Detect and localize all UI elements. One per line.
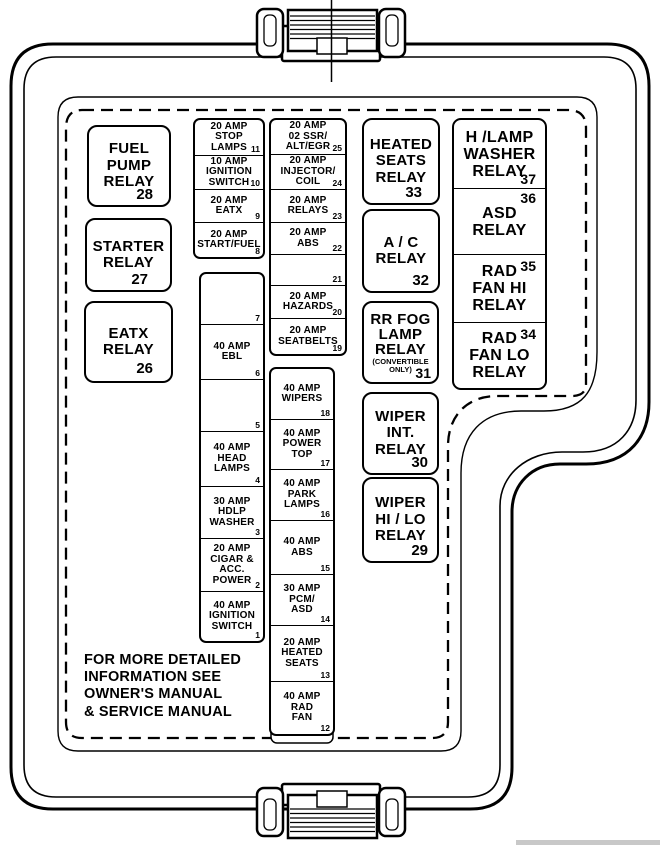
relay-label: WIPER INT. RELAY: [375, 407, 426, 458]
fuse-cell-22: 20 AMP ABS 22: [271, 222, 345, 254]
fuse-strip-b: 7 40 AMP EBL 6 5 40 AMP HEAD LAMPS 4 30 …: [199, 272, 265, 643]
relay-label: EATX RELAY: [103, 324, 154, 358]
fuse-cell-14: 30 AMP PCM/ ASD 14: [271, 574, 333, 625]
relay-label: RR FOG LAMP RELAY: [370, 310, 431, 358]
relay-hlamp-washer: H /LAMP WASHER RELAY 37: [463, 128, 536, 188]
panel-outline: [57, 96, 598, 752]
relay-starter: STARTER RELAY 27: [85, 218, 172, 292]
relay-rr-fog-lamp: RR FOG LAMP RELAY (CONVERTIBLE ONLY) 31: [362, 301, 439, 384]
relay-wiper-int: WIPER INT. RELAY 30: [362, 392, 439, 475]
fuse-cell-18: 40 AMP WIPERS 18: [281, 382, 330, 418]
fuse-cell-12: 40 AMP RAD FAN 12: [271, 681, 333, 734]
fuse-cell-5: 5: [201, 379, 263, 431]
fuse-cell-10: 10 AMP IGNITION SWITCH 10: [195, 155, 263, 189]
relay-note: (CONVERTIBLE ONLY): [372, 356, 429, 374]
fuse-strip-a: 20 AMP STOP LAMPS 11 10 AMP IGNITION SWI…: [193, 118, 265, 259]
relay-label: FUEL PUMP RELAY: [103, 140, 155, 191]
case-inner-line: [23, 56, 637, 798]
relay-number: 28: [136, 186, 153, 203]
relay-number: 26: [136, 360, 153, 377]
footer-note: FOR MORE DETAILED INFORMATION SEE OWNER'…: [84, 652, 241, 720]
relay-label: A / C RELAY: [375, 233, 427, 267]
relay-eatx: EATX RELAY 26: [84, 301, 173, 383]
fuse-cell-25: 20 AMP 02 SSR/ ALT/EGR 25: [285, 120, 342, 153]
top-latch: [255, 0, 407, 82]
fuse-cell-15: 40 AMP ABS 15: [271, 520, 333, 574]
relay-label: STARTER RELAY: [92, 237, 165, 271]
fuse-cell-8: 20 AMP START/FUEL 8: [195, 222, 263, 257]
relay-rad-fan-lo: RAD FAN LO RELAY 34: [454, 322, 545, 388]
relay-label: HEATED SEATS RELAY: [369, 135, 433, 186]
fuse-cell-11: 20 AMP STOP LAMPS 11: [210, 120, 260, 154]
fuse-cell-20: 20 AMP HAZARDS 20: [271, 285, 345, 318]
relay-fuel-pump: FUEL PUMP RELAY 28: [87, 125, 171, 207]
fuse-strip-d: 40 AMP WIPERS 18 40 AMP POWER TOP 17 40 …: [269, 367, 335, 736]
relay-number: 32: [412, 272, 429, 289]
fuse-strip-c: 20 AMP 02 SSR/ ALT/EGR 25 20 AMP INJECTO…: [269, 118, 347, 356]
fuse-cell-3: 30 AMP HDLP WASHER 3: [201, 486, 263, 538]
fuse-cell-17: 40 AMP POWER TOP 17: [271, 419, 333, 469]
relay-number: 33: [405, 184, 422, 201]
relay-label: WIPER HI / LO RELAY: [375, 494, 426, 545]
fuse-cell-4: 40 AMP HEAD LAMPS 4: [201, 431, 263, 486]
dashed-panel-border: [64, 108, 588, 740]
relay-number: 30: [411, 454, 428, 471]
fuse-cell-21: 21: [271, 254, 345, 285]
fuse-cell-6: 40 AMP EBL 6: [201, 324, 263, 379]
fuse-cell-9: 20 AMP EATX 9: [195, 189, 263, 222]
fuse-cell-16: 40 AMP PARK LAMPS 16: [271, 469, 333, 520]
fuse-cell-7: 7: [255, 313, 260, 323]
relay-number: 31: [415, 365, 431, 381]
fuse-cell-19: 20 AMP SEATBELTS 19: [271, 318, 345, 354]
fuse-cell-2: 20 AMP CIGAR & ACC. POWER 2: [201, 538, 263, 591]
relay-number: 29: [411, 542, 428, 559]
relay-number: 27: [131, 271, 148, 288]
relay-heated-seats: HEATED SEATS RELAY 33: [362, 118, 440, 205]
relay-wiper-hi-lo: WIPER HI / LO RELAY 29: [362, 477, 439, 563]
fuse-cell-13: 20 AMP HEATED SEATS 13: [271, 625, 333, 681]
fuse-cell-1: 40 AMP IGNITION SWITCH 1: [201, 591, 263, 641]
relay-ac: A / C RELAY 32: [362, 209, 440, 293]
fuse-cell-23: 20 AMP RELAYS 23: [271, 189, 345, 222]
fuse-cell-24: 20 AMP INJECTOR/ COIL 24: [271, 154, 345, 189]
relay-rad-fan-hi: RAD FAN HI RELAY 35: [454, 254, 545, 322]
relay-asd: ASD RELAY 36: [454, 188, 545, 254]
bottom-latch: [255, 782, 407, 840]
scan-artifact-bar: [516, 840, 660, 845]
relay-stack-right: H /LAMP WASHER RELAY 37 ASD RELAY 36 RAD…: [452, 118, 547, 390]
